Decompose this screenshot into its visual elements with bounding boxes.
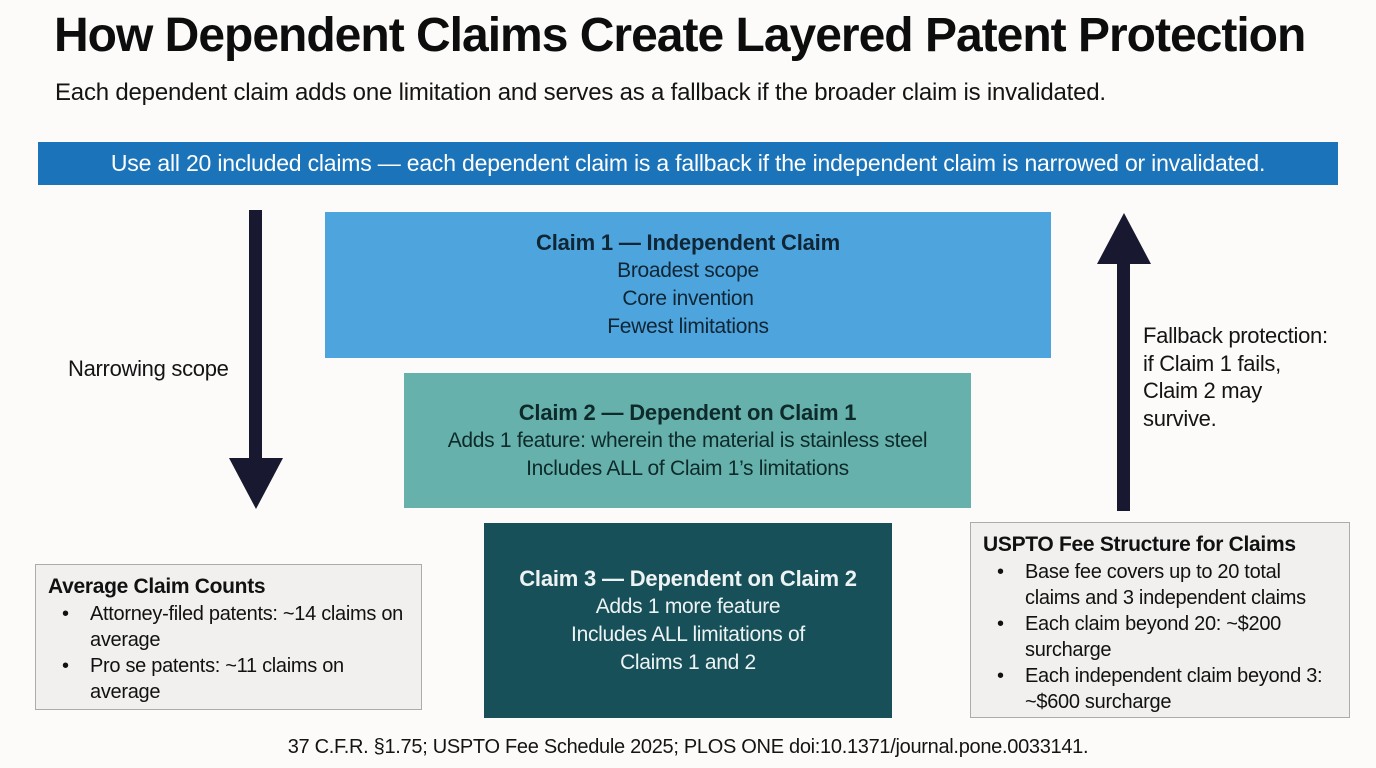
list-item: Attorney-filed patents: ~14 claims on av… bbox=[48, 601, 409, 653]
claim-1-line: Fewest limitations bbox=[607, 315, 769, 338]
page-subtitle: Each dependent claim adds one limitation… bbox=[55, 79, 1106, 106]
claim-2-title: Claim 2 — Dependent on Claim 1 bbox=[518, 399, 857, 425]
narrowing-scope-label: Narrowing scope bbox=[68, 356, 229, 381]
claim-3-line: Adds 1 more feature bbox=[595, 594, 781, 618]
arrow-down-icon bbox=[249, 210, 262, 460]
footer-citation: 37 C.F.R. §1.75; USPTO Fee Schedule 2025… bbox=[287, 736, 1089, 758]
claim-1-line: Core invention bbox=[622, 287, 754, 310]
claim-2-line: Includes ALL of Claim 1’s limitations bbox=[526, 456, 849, 480]
claim-3-line: Includes ALL limitations of bbox=[571, 622, 805, 646]
claim-3-title: Claim 3 — Dependent on Claim 2 bbox=[519, 565, 857, 591]
claim-2-box: Claim 2 — Dependent on Claim 1 Adds 1 fe… bbox=[404, 373, 971, 508]
claim-1-title: Claim 1 — Independent Claim bbox=[536, 230, 840, 255]
claim-3-line: Claims 1 and 2 bbox=[620, 650, 756, 674]
claim-1-line: Broadest scope bbox=[617, 259, 759, 282]
key-message-banner: Use all 20 included claims — each depend… bbox=[38, 142, 1338, 185]
uspto-fee-structure-list: Base fee covers up to 20 total claims an… bbox=[983, 559, 1337, 715]
claim-1-box: Claim 1 — Independent Claim Broadest sco… bbox=[325, 212, 1051, 358]
arrow-up-icon bbox=[1117, 262, 1130, 511]
claim-2-line: Adds 1 feature: wherein the material is … bbox=[447, 428, 928, 452]
fallback-protection-note: Fallback protection: if Claim 1 fails, C… bbox=[1143, 323, 1328, 431]
uspto-fee-structure-box: USPTO Fee Structure for Claims Base fee … bbox=[970, 522, 1350, 718]
claim-3-box: Claim 3 — Dependent on Claim 2 Adds 1 mo… bbox=[484, 523, 892, 718]
average-claim-counts-title: Average Claim Counts bbox=[48, 575, 266, 598]
arrow-up-head-icon bbox=[1097, 213, 1151, 264]
list-item: Each independent claim beyond 3: ~$600 s… bbox=[983, 663, 1337, 715]
list-item: Pro se patents: ~11 claims on average bbox=[48, 653, 409, 705]
average-claim-counts-list: Attorney-filed patents: ~14 claims on av… bbox=[48, 601, 409, 705]
list-item: Each claim beyond 20: ~$200 surcharge bbox=[983, 611, 1337, 663]
page-title: How Dependent Claims Create Layered Pate… bbox=[54, 9, 1306, 62]
list-item: Base fee covers up to 20 total claims an… bbox=[983, 559, 1337, 611]
key-message-text: Use all 20 included claims — each depend… bbox=[110, 150, 1266, 176]
uspto-fee-structure-title: USPTO Fee Structure for Claims bbox=[983, 533, 1296, 556]
arrow-down-head-icon bbox=[229, 458, 283, 509]
average-claim-counts-box: Average Claim Counts Attorney-filed pate… bbox=[35, 564, 422, 710]
